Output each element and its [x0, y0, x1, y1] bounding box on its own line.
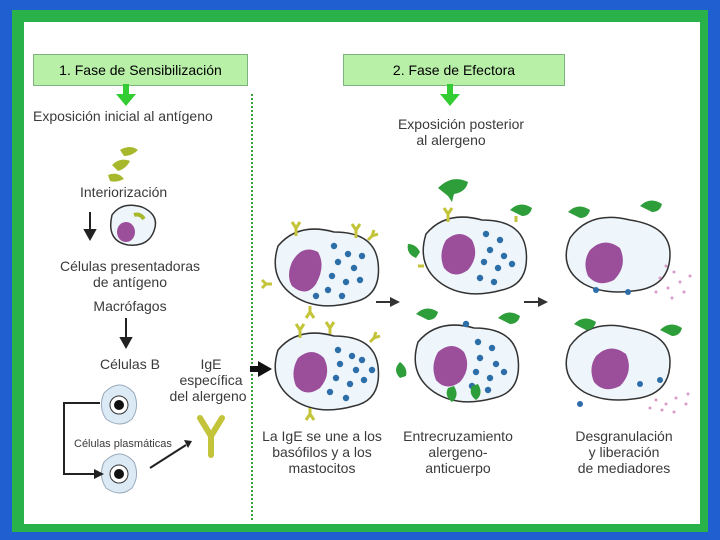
green-arrow-right-icon — [440, 84, 460, 106]
mast-cell-crosslink-1 — [407, 204, 532, 295]
label-apc-line2: de antígeno — [93, 274, 167, 290]
label-crosslink-line3: anticuerpo — [425, 460, 491, 476]
label-later-exposure-line2: al alergeno — [416, 132, 486, 148]
stage-arrow-1 — [376, 297, 400, 307]
label-later-exposure-line1: Exposición posterior — [397, 116, 525, 132]
label-binding-line1: La IgE se une a los — [262, 428, 382, 444]
ige-antibody-icon — [197, 415, 225, 458]
label-binding-line3: mastocitos — [288, 460, 356, 476]
antigen-presenting-cell — [110, 204, 157, 246]
label-internalization: Interiorización — [80, 184, 168, 200]
green-arrow-left-icon — [116, 84, 136, 106]
label-initial-exposure: Exposición inicial al antígeno — [33, 108, 213, 124]
label-degran-line3: de mediadores — [577, 460, 671, 476]
phase-sensitization-box: 1. Fase de Sensibilización — [33, 54, 248, 86]
mast-cell-1 — [260, 221, 380, 319]
ige-to-cells-arrow — [250, 361, 272, 377]
mast-cell-2 — [274, 321, 381, 421]
mast-cell-degranulating-2 — [565, 318, 690, 414]
stage-arrow-2 — [524, 297, 548, 307]
label-ige-line3: del alergeno — [169, 388, 247, 404]
label-crosslink-line1: Entrecruzamiento — [403, 428, 513, 444]
label-ige-line1: IgE — [200, 356, 222, 372]
b-cell — [100, 384, 138, 425]
label-degran-line1: Desgranulación — [575, 428, 673, 444]
label-macrophages: Macrófagos — [93, 298, 167, 314]
allergen-icon — [438, 179, 468, 202]
differentiation-arrow — [63, 402, 100, 475]
label-b-cells: Células B — [100, 356, 160, 372]
label-plasma-cells: Células plasmáticas — [74, 438, 172, 450]
phase-effector-box: 2. Fase de Efectora — [343, 54, 565, 86]
label-binding-line2: basófilos y a los — [272, 444, 372, 460]
label-apc-line1: Células presentadoras — [59, 258, 201, 274]
antigen-icon — [108, 147, 138, 182]
mast-cell-degranulating-1 — [565, 200, 692, 300]
label-ige-line2: específica — [179, 372, 243, 388]
label-degran-line2: y liberación — [588, 444, 660, 460]
label-crosslink-line2: alergeno- — [428, 444, 488, 460]
flow-arrows-left — [83, 212, 133, 350]
mast-cell-crosslink-2 — [396, 308, 520, 403]
plasma-cell — [100, 453, 138, 494]
